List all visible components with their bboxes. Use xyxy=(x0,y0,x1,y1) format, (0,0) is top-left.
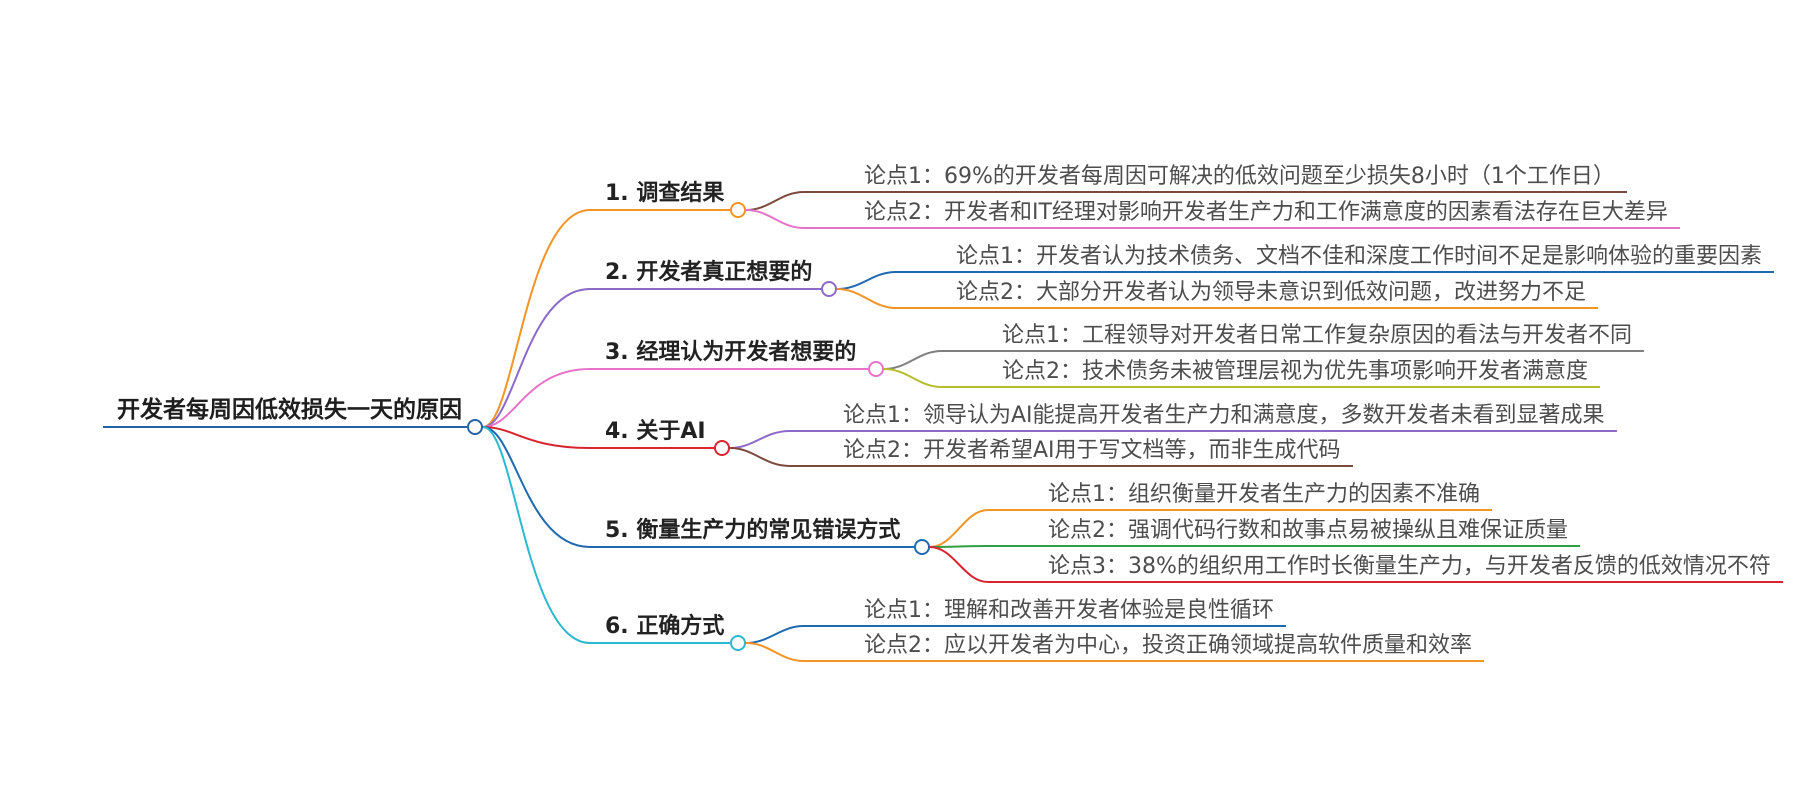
subtopic-text: 论点1：领导认为AI能提高开发者生产力和满意度，多数开发者未看到显著成果 xyxy=(843,403,1605,428)
topic-label: 2. 开发者真正想要的 xyxy=(605,260,813,285)
connector-branch-6-point-1 xyxy=(745,625,805,644)
connector-branch-4-point-1 xyxy=(729,430,791,449)
connector-root-branch-5 xyxy=(482,426,591,548)
topic-label: 4. 关于AI xyxy=(605,419,706,444)
subtopic-text: 论点1：开发者认为技术债务、文档不佳和深度工作时间不足是影响体验的重要因素 xyxy=(956,244,1762,269)
root-topic[interactable]: 开发者每周因低效损失一天的原因 xyxy=(103,394,467,428)
subtopic-6-1[interactable]: 论点1：理解和改善开发者体验是良性循环 xyxy=(804,597,1286,627)
connector-root-branch-6 xyxy=(482,426,591,644)
connector-branch-4-point-2 xyxy=(729,447,791,467)
topic-label: 6. 正确方式 xyxy=(605,614,725,639)
subtopic-2-2[interactable]: 论点2：大部分开发者认为领导未意识到低效问题，改进努力不足 xyxy=(896,279,1598,309)
topic-survey-results[interactable]: 1. 调查结果 xyxy=(590,179,730,211)
subtopic-1-2[interactable]: 论点2：开发者和IT经理对影响开发者生产力和工作满意度的因素看法存在巨大差异 xyxy=(804,199,1680,229)
topic-what-managers-think[interactable]: 3. 经理认为开发者想要的 xyxy=(590,338,868,370)
connector-branch-5-point-3 xyxy=(929,546,989,583)
subtopic-text: 论点2：强调代码行数和故事点易被操纵且难保证质量 xyxy=(1048,518,1568,543)
root-topic-title: 开发者每周因低效损失一天的原因 xyxy=(117,397,462,423)
subtopic-text: 论点1：理解和改善开发者体验是良性循环 xyxy=(864,598,1274,623)
subtopic-2-1[interactable]: 论点1：开发者认为技术债务、文档不佳和深度工作时间不足是影响体验的重要因素 xyxy=(896,243,1774,273)
collapse-toggle-root[interactable] xyxy=(467,419,483,435)
subtopic-text: 论点1：组织衡量开发者生产力的因素不准确 xyxy=(1048,482,1480,507)
subtopic-3-2[interactable]: 论点2：技术债务未被管理层视为优先事项影响开发者满意度 xyxy=(942,358,1600,388)
connector-root-branch-3 xyxy=(482,368,591,428)
collapse-toggle-branch-1[interactable] xyxy=(730,202,746,218)
connector-branch-1-point-1 xyxy=(745,191,805,211)
subtopic-3-1[interactable]: 论点1：工程领导对开发者日常工作复杂原因的看法与开发者不同 xyxy=(942,322,1644,352)
subtopic-text: 论点3：38%的组织用工作时长衡量生产力，与开发者反馈的低效情况不符 xyxy=(1048,554,1771,579)
subtopic-5-3[interactable]: 论点3：38%的组织用工作时长衡量生产力，与开发者反馈的低效情况不符 xyxy=(988,553,1783,583)
topic-label: 1. 调查结果 xyxy=(605,181,725,206)
subtopic-text: 论点1：69%的开发者每周因可解决的低效问题至少损失8小时（1个工作日） xyxy=(864,164,1615,189)
topic-label: 5. 衡量生产力的常见错误方式 xyxy=(605,518,901,543)
collapse-toggle-branch-4[interactable] xyxy=(714,440,730,456)
connector-branch-2-point-2 xyxy=(836,288,897,309)
connector-branch-6-point-2 xyxy=(745,642,805,662)
connector-branch-3-point-2 xyxy=(883,368,943,388)
collapse-toggle-branch-6[interactable] xyxy=(730,635,746,651)
connector-branch-5-point-2 xyxy=(929,545,989,548)
connector-root-branch-1 xyxy=(482,209,591,428)
topic-wrong-productivity-metrics[interactable]: 5. 衡量生产力的常见错误方式 xyxy=(590,516,914,548)
connector-branch-2-point-1 xyxy=(836,271,897,290)
connector-branch-3-point-1 xyxy=(883,350,943,370)
subtopic-4-1[interactable]: 论点1：领导认为AI能提高开发者生产力和满意度，多数开发者未看到显著成果 xyxy=(790,402,1617,432)
subtopic-5-2[interactable]: 论点2：强调代码行数和故事点易被操纵且难保证质量 xyxy=(988,517,1580,547)
subtopic-text: 论点1：工程领导对开发者日常工作复杂原因的看法与开发者不同 xyxy=(1002,323,1632,348)
connector-branch-5-point-1 xyxy=(929,509,989,548)
connector-branch-1-point-2 xyxy=(745,209,805,229)
collapse-toggle-branch-3[interactable] xyxy=(868,361,884,377)
collapse-toggle-branch-5[interactable] xyxy=(914,539,930,555)
connector-root-branch-2 xyxy=(482,288,591,428)
subtopic-text: 论点2：应以开发者为中心，投资正确领域提高软件质量和效率 xyxy=(864,633,1472,658)
topic-right-approach[interactable]: 6. 正确方式 xyxy=(590,612,730,644)
topic-about-ai[interactable]: 4. 关于AI xyxy=(590,417,714,449)
subtopic-1-1[interactable]: 论点1：69%的开发者每周因可解决的低效问题至少损失8小时（1个工作日） xyxy=(804,163,1627,193)
subtopic-6-2[interactable]: 论点2：应以开发者为中心，投资正确领域提高软件质量和效率 xyxy=(804,632,1484,662)
collapse-toggle-branch-2[interactable] xyxy=(821,281,837,297)
subtopic-5-1[interactable]: 论点1：组织衡量开发者生产力的因素不准确 xyxy=(988,481,1492,511)
topic-label: 3. 经理认为开发者想要的 xyxy=(605,340,857,365)
subtopic-text: 论点2：开发者希望AI用于写文档等，而非生成代码 xyxy=(843,438,1341,463)
subtopic-4-2[interactable]: 论点2：开发者希望AI用于写文档等，而非生成代码 xyxy=(790,437,1353,467)
subtopic-text: 论点2：开发者和IT经理对影响开发者生产力和工作满意度的因素看法存在巨大差异 xyxy=(864,200,1668,225)
subtopic-text: 论点2：技术债务未被管理层视为优先事项影响开发者满意度 xyxy=(1002,359,1588,384)
subtopic-text: 论点2：大部分开发者认为领导未意识到低效问题，改进努力不足 xyxy=(956,280,1586,305)
connector-root-branch-4 xyxy=(482,426,591,449)
topic-what-developers-want[interactable]: 2. 开发者真正想要的 xyxy=(590,258,821,290)
